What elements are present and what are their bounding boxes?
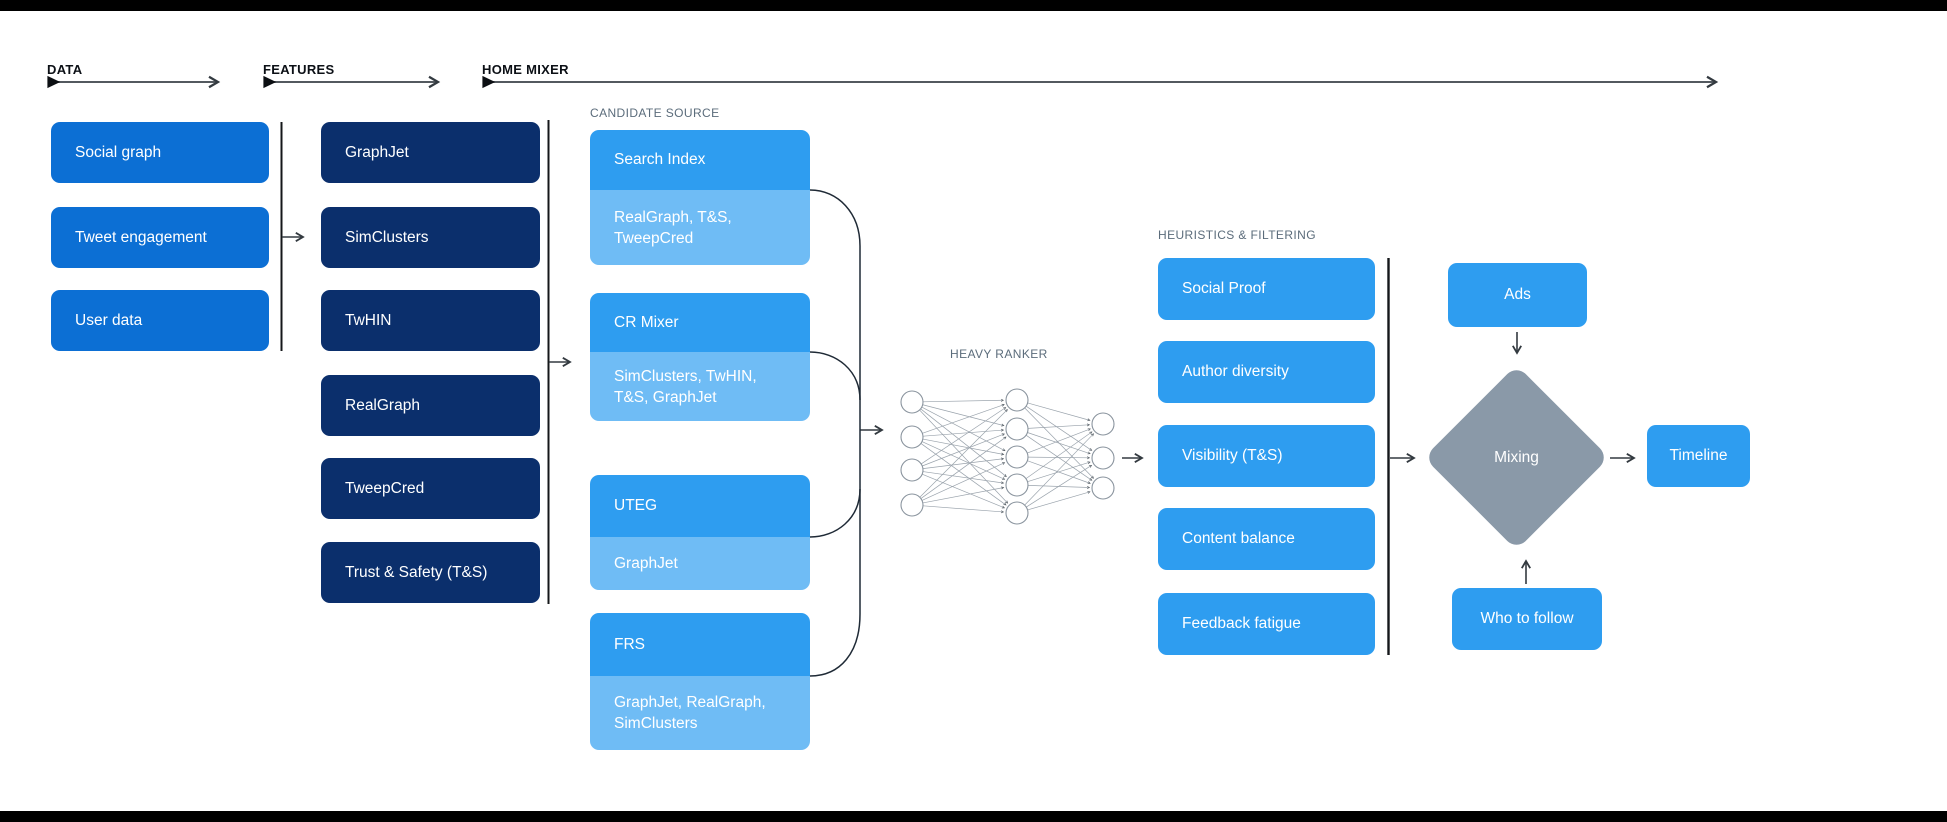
feature-node: Trust & Safety (T&S) <box>321 542 540 603</box>
heuristic-node: Visibility (T&S) <box>1158 425 1375 487</box>
features-section-header: FEATURES <box>263 62 335 77</box>
candidate-feature-sources: SimClusters, TwHIN, T&S, GraphJet <box>590 352 810 421</box>
top-letterbox-bar <box>0 0 1947 11</box>
candidate-name: FRS <box>590 613 810 676</box>
candidate-feature-sources: GraphJet, RealGraph, SimClusters <box>590 676 810 750</box>
search-index-connector <box>809 189 861 247</box>
data-section-header: DATA <box>47 62 83 77</box>
candidate-node: CR Mixer SimClusters, TwHIN, T&S, GraphJ… <box>590 293 810 421</box>
heuristic-label: Feedback fatigue <box>1182 615 1301 632</box>
heuristics-header: HEURISTICS & FILTERING <box>1158 228 1316 242</box>
ads-node: Ads <box>1448 263 1587 327</box>
feature-label: TwHIN <box>345 311 392 329</box>
candidate-node: Search Index RealGraph, T&S, TweepCred <box>590 130 810 265</box>
feature-label: TweepCred <box>345 479 425 497</box>
data-source-label: Social graph <box>75 143 162 161</box>
neuron-node <box>900 390 924 414</box>
candidate-feature-sources: GraphJet <box>590 537 810 590</box>
ads-label: Ads <box>1504 286 1531 303</box>
data-source-label: User data <box>75 311 143 329</box>
feature-label: RealGraph <box>345 396 420 414</box>
feature-label: SimClusters <box>345 228 429 246</box>
feature-node: SimClusters <box>321 207 540 268</box>
feature-node: TweepCred <box>321 458 540 519</box>
neuron-node <box>1005 473 1029 497</box>
heuristic-node: Content balance <box>1158 508 1375 570</box>
heuristic-label: Author diversity <box>1182 363 1289 380</box>
candidate-name: UTEG <box>590 475 810 537</box>
feature-node: RealGraph <box>321 375 540 436</box>
heuristic-label: Content balance <box>1182 530 1295 547</box>
data-source-node: Tweet engagement <box>51 207 269 268</box>
feature-label: GraphJet <box>345 143 409 161</box>
neuron-node <box>1005 501 1029 525</box>
frs-connector <box>809 613 861 677</box>
heavy-ranker-header: HEAVY RANKER <box>950 347 1048 361</box>
data-source-label: Tweet engagement <box>75 228 207 246</box>
neuron-node <box>1005 417 1029 441</box>
heuristic-label: Visibility (T&S) <box>1182 447 1283 464</box>
timeline-node: Timeline <box>1647 425 1750 487</box>
cr-mixer-connector <box>809 351 861 401</box>
candidate-name: Search Index <box>590 130 810 190</box>
uteg-connector <box>809 488 861 538</box>
mixing-label: Mixing <box>1494 448 1539 466</box>
neuron-node <box>1091 476 1115 500</box>
timeline-label: Timeline <box>1669 447 1728 464</box>
candidate-feature-sources: RealGraph, T&S, TweepCred <box>590 190 810 265</box>
data-source-node: Social graph <box>51 122 269 183</box>
neuron-node <box>900 493 924 517</box>
heuristic-node: Feedback fatigue <box>1158 593 1375 655</box>
feature-node: TwHIN <box>321 290 540 351</box>
heuristic-label: Social Proof <box>1182 280 1266 297</box>
neuron-node <box>900 458 924 482</box>
who-to-follow-label: Who to follow <box>1480 610 1574 627</box>
bottom-letterbox-bar <box>0 811 1947 822</box>
heavy-ranker-network <box>900 388 1115 525</box>
neuron-node <box>1091 446 1115 470</box>
neuron-node <box>1005 445 1029 469</box>
candidate-node: FRS GraphJet, RealGraph, SimClusters <box>590 613 810 750</box>
data-source-node: User data <box>51 290 269 351</box>
heuristic-node: Author diversity <box>1158 341 1375 403</box>
candidate-bundle <box>809 189 861 677</box>
feature-label: Trust & Safety (T&S) <box>345 563 488 581</box>
feature-node: GraphJet <box>321 122 540 183</box>
who-to-follow-node: Who to follow <box>1452 588 1602 650</box>
heuristic-node: Social Proof <box>1158 258 1375 320</box>
home-mixer-section-header: HOME MIXER <box>482 62 569 77</box>
neuron-node <box>1005 388 1029 412</box>
mixing-node: Mixing <box>1423 364 1610 551</box>
candidate-node: UTEG GraphJet <box>590 475 810 590</box>
candidate-name: CR Mixer <box>590 293 810 352</box>
neuron-node <box>900 425 924 449</box>
candidate-source-header: CANDIDATE SOURCE <box>590 106 720 120</box>
neuron-node <box>1091 412 1115 436</box>
